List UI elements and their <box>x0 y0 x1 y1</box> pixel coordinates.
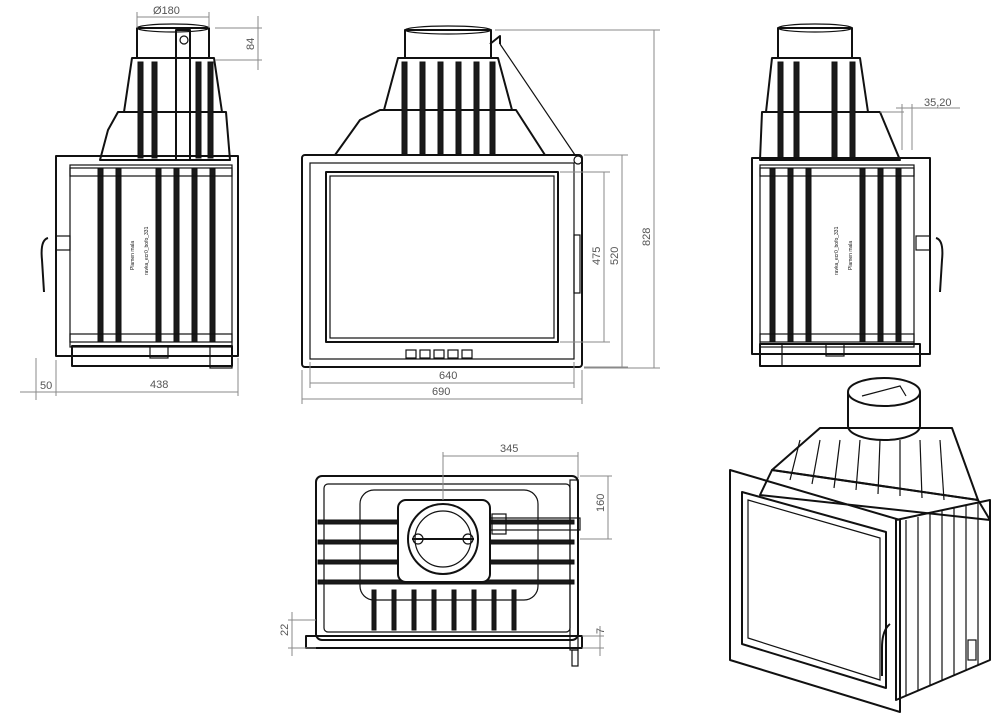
top-view-dimensions: 345 160 22 7 <box>279 443 612 656</box>
left-side-label-2: Plamen mala <box>130 241 136 270</box>
front-view-dimensions: 475 520 828 640 690 <box>301 29 660 404</box>
dim-diameter: Ø180 <box>153 5 180 17</box>
dim-flue-offset: 35,20 <box>924 97 952 109</box>
right-side-label-2: Plamen mala <box>848 241 854 270</box>
iso-door-frame <box>729 469 901 713</box>
dim-flue-height: 84 <box>245 38 257 50</box>
front-view <box>301 25 583 368</box>
dim-depth: 438 <box>150 379 168 391</box>
dim-total-height: 828 <box>641 228 653 246</box>
left-side-label-1: ravka_ecr0_bofo_331 <box>144 226 150 275</box>
left-side-view: ravka_ecr0_bofo_331 Plamen mala <box>40 23 239 369</box>
left-door-handle <box>40 237 49 293</box>
dim-flue-depth: 160 <box>595 494 607 512</box>
right-door-handle <box>935 237 944 293</box>
iso-glass <box>741 491 887 689</box>
dim-door-height: 520 <box>609 247 621 265</box>
top-view <box>305 475 583 667</box>
isometric-view <box>729 377 991 713</box>
left-view-dimensions: Ø180 84 438 50 <box>20 5 262 400</box>
right-side-view: ravka_ecr0_bofo_331 Plamen mala <box>751 23 944 367</box>
air-controls <box>405 349 473 359</box>
dim-glass-height: 475 <box>591 247 603 265</box>
dim-offset: 50 <box>40 380 52 392</box>
front-door-frame <box>301 154 583 368</box>
dim-flue-center: 345 <box>500 443 518 455</box>
right-side-label-1: ravka_ecr0_bofo_331 <box>834 226 840 275</box>
dim-door-width: 640 <box>439 370 457 382</box>
front-glass <box>325 171 559 343</box>
right-view-dimensions: 35,20 <box>880 97 960 150</box>
dim-front-depth: 22 <box>279 624 291 636</box>
dim-total-width: 690 <box>432 386 450 398</box>
dim-frame-thickness: 7 <box>595 628 607 634</box>
